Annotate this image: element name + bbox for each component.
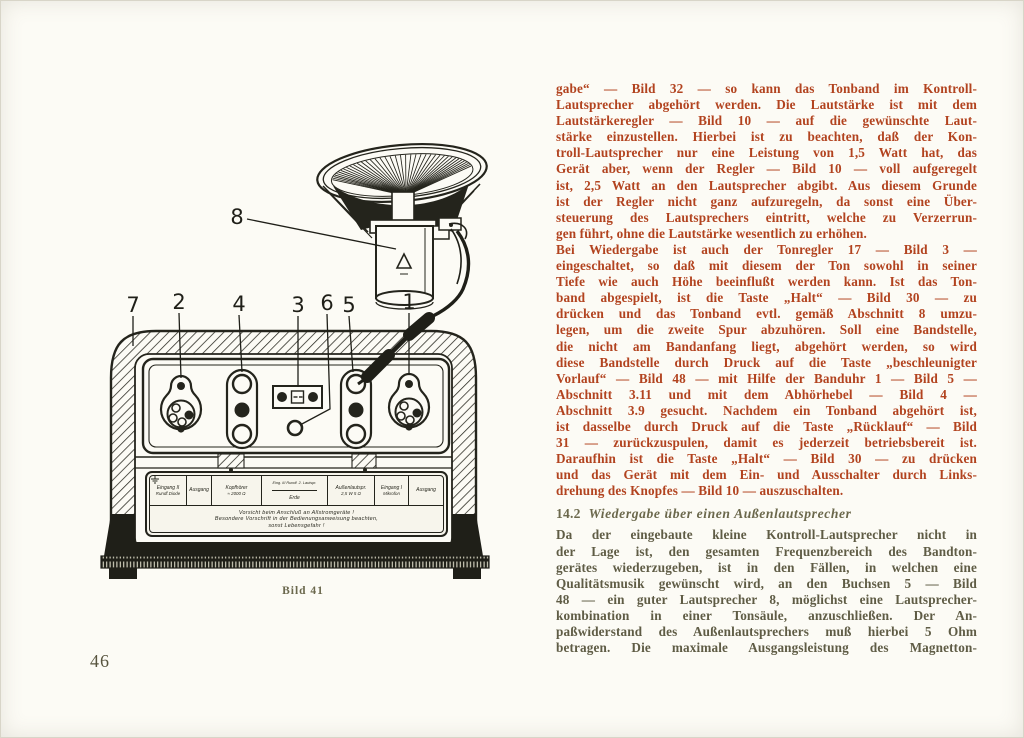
connector-panel: [135, 357, 452, 472]
figure-caption: Bild 41: [282, 585, 324, 597]
banana-plug-tip: [361, 349, 395, 383]
callout-2: 2: [172, 290, 185, 314]
banana-plug-body: [403, 312, 435, 341]
socket-4-headphone: [225, 368, 259, 450]
earth-socket-6: [286, 419, 304, 437]
plate-cell-aussenlautsprecher: Außenlautspr.2,5 W 5 Ω: [328, 476, 375, 505]
right-foot: [453, 568, 481, 579]
callout-4: 4: [232, 292, 245, 316]
left-foot: [109, 568, 137, 579]
external-speaker-illustration: [316, 143, 488, 386]
plate-cell-ausgang: Ausgang: [187, 476, 212, 505]
speaker-cable: [357, 222, 471, 386]
clip-right: [351, 453, 377, 469]
paragraph-wiedergabe-kontroll: gabe“ — Bild 32 — so kann das Tonband im…: [556, 81, 977, 241]
warning-triangle-mark: [395, 252, 413, 269]
callout-7: 7: [126, 293, 139, 317]
speaker-magnet: [375, 225, 434, 310]
paragraph-wiedergabe-bedienung: Bei Wiedergabe ist auch der Tonregler 17…: [556, 241, 977, 499]
callout-5: 5: [342, 293, 355, 317]
clip-left: [217, 453, 245, 469]
callout-1: 1: [402, 290, 415, 314]
ventilation-band: [100, 555, 490, 569]
page-number: 46: [90, 651, 110, 671]
callout-8: 8: [230, 205, 243, 229]
plate-cell-erde: Eing. III Rundf. 2. Lautspr. Erde: [151, 476, 328, 505]
plate-cell-kopfhoerer: Kopfhörer≈ 2000 Ω: [212, 476, 262, 505]
section-heading-14-2: 14.2 Wiedergabe über einen Außenlautsprec…: [556, 504, 977, 523]
section-title: Wiedergabe über einen Außenlautsprecher: [588, 506, 852, 522]
paragraph-aussenlautsprecher: Da der eingebaute kleine Kontroll-Lautsp…: [556, 527, 977, 656]
speaker-cone: [332, 154, 472, 197]
plate-warning-text: Vorsicht beim Anschluß an Allstromgeräte…: [214, 509, 379, 529]
callout-3: 3: [291, 293, 304, 317]
figure-callouts: 7 2 4 3 6 5 1 8: [126, 205, 416, 426]
section-number: 14.2: [556, 506, 581, 522]
article-column: gabe“ — Bild 32 — so kann das Tonband im…: [556, 81, 977, 656]
fuse-holder: [272, 385, 323, 409]
plate-cell-ausgang2: Ausgang: [416, 487, 436, 494]
callout-6: 6: [320, 291, 333, 315]
